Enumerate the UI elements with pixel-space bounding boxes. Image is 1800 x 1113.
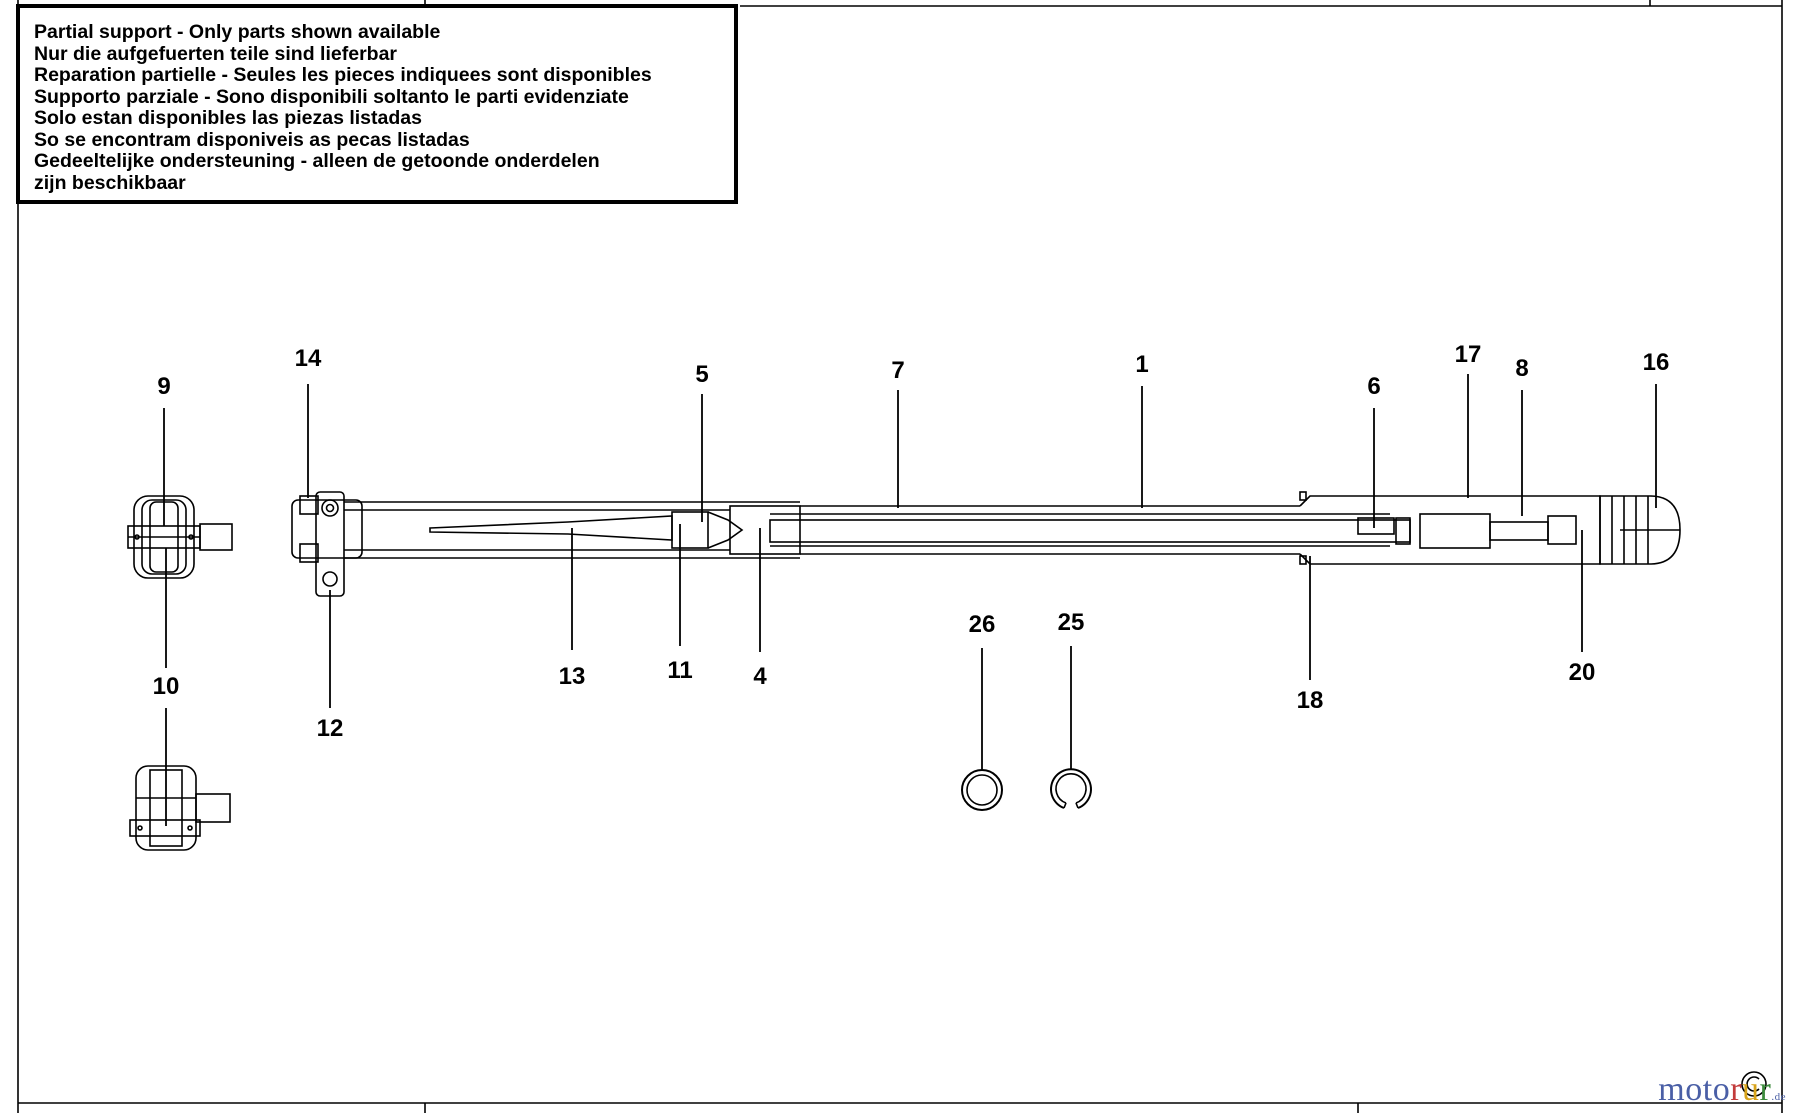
part-10-ratchet-head (129, 765, 231, 851)
part-26-ring (961, 769, 1003, 811)
notice-line: Reparation partielle - Seules les pieces… (34, 64, 652, 86)
part-9-ratchet-head (127, 495, 233, 579)
callout-18: 18 (1297, 687, 1324, 714)
callout-26: 26 (969, 611, 996, 638)
notice-line: Nur die aufgefuerten teile sind lieferba… (34, 42, 397, 65)
callout-25: 25 (1058, 609, 1085, 636)
watermark-logo: motorur.de (1658, 1071, 1786, 1109)
notice-line: Partial support - Only parts shown avail… (34, 21, 441, 43)
callout-7: 7 (891, 357, 904, 384)
callout-20: 20 (1569, 659, 1596, 686)
callout-labels: 9 10 14 12 13 5 11 4 7 1 6 18 17 8 16 20… (153, 341, 1670, 742)
callout-4: 4 (753, 663, 767, 690)
callout-14: 14 (295, 345, 322, 372)
notice-line: zijn beschikbaar (34, 171, 186, 194)
callout-8: 8 (1515, 355, 1528, 382)
callout-12: 12 (317, 715, 344, 742)
callout-9: 9 (157, 373, 170, 400)
callout-10: 10 (153, 673, 180, 700)
callout-1: 1 (1135, 351, 1148, 378)
watermark-text: motorur (1658, 1071, 1772, 1108)
notice-line: Solo estan disponibles las piezas listad… (34, 107, 422, 129)
watermark-suffix: .de (1771, 1091, 1786, 1103)
callout-17: 17 (1455, 341, 1482, 368)
partial-support-notice: Partial support - Only parts shown avail… (16, 4, 738, 204)
notice-line: Gedeeltelijke ondersteuning - alleen de … (34, 150, 600, 172)
torque-wrench-assembly (291, 491, 1681, 597)
copyright-icon (1741, 1071, 1767, 1097)
callout-5: 5 (695, 361, 708, 388)
callout-16: 16 (1643, 349, 1670, 376)
notice-line: So se encontram disponiveis as pecas lis… (34, 128, 470, 151)
callout-13: 13 (559, 663, 586, 690)
part-25-circlip (1050, 768, 1092, 809)
notice-line: Supporto parziale - Sono disponibili sol… (34, 85, 629, 108)
callout-11: 11 (667, 657, 692, 684)
leader-lines (163, 374, 1657, 826)
callout-6: 6 (1367, 373, 1380, 400)
